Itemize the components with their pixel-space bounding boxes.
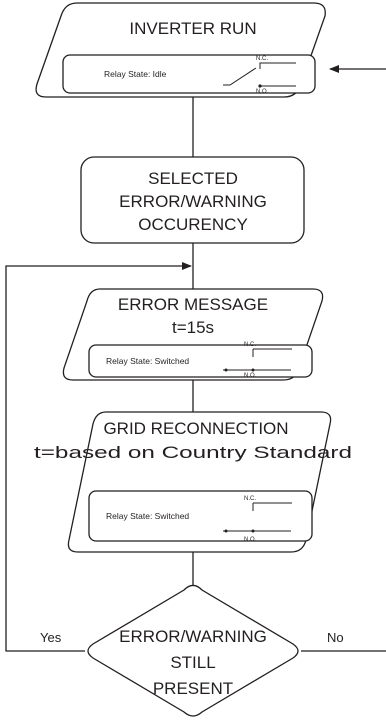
no-branch-label: No — [327, 630, 344, 645]
decision-line3: PRESENT — [153, 679, 233, 698]
error-message-relay-box — [88, 344, 313, 378]
error-message-nc-label: N.C. — [244, 342, 256, 348]
decision-node: ERROR/WARNING STILL PRESENT — [87, 584, 299, 717]
error-message-title: ERROR MESSAGE — [118, 295, 268, 314]
grid-reconnection-subtitle: t=based on Country Standard — [34, 443, 352, 462]
selected-error-line3: OCCURENCY — [138, 215, 248, 234]
selected-error-node: SELECTED ERROR/WARNING OCCURENCY — [80, 156, 305, 244]
relay-switch-switched-icon — [223, 502, 292, 533]
decision-line2: STILL — [170, 653, 215, 672]
selected-error-shape — [80, 156, 305, 244]
error-message-node: ERROR MESSAGE t=15s Relay State: Switche… — [62, 288, 324, 381]
decision-shape — [87, 584, 299, 717]
grid-reconnection-title: GRID RECONNECTION — [103, 419, 288, 438]
error-message-subtitle: t=15s — [172, 318, 214, 337]
grid-reconnection-no-label: N.O. — [244, 537, 257, 543]
selected-error-line2: ERROR/WARNING — [119, 192, 267, 211]
decision-line1: ERROR/WARNING — [119, 627, 267, 646]
relay-switch-switched-icon — [223, 348, 292, 372]
inverter-run-no-label: N.O. — [256, 89, 269, 95]
error-message-no-label: N.O. — [244, 373, 257, 379]
inverter-run-nc-label: N.C. — [256, 56, 268, 62]
error-message-relay-label: Relay State: Switched — [106, 356, 189, 366]
grid-reconnection-nc-label: N.C. — [244, 496, 256, 502]
inverter-run-title: INVERTER RUN — [129, 19, 256, 38]
grid-reconnection-relay-label: Relay State: Switched — [106, 511, 189, 521]
inverter-run-relay-label: Relay State: Idle — [104, 69, 167, 79]
yes-branch-label: Yes — [40, 630, 62, 645]
relay-switch-idle-icon — [223, 62, 296, 88]
inverter-run-node: INVERTER RUN Relay State: Idle N.C. N.O. — [35, 2, 326, 98]
grid-reconnection-node: GRID RECONNECTION t=based on Country Sta… — [34, 411, 352, 553]
inverter-run-relay-box — [62, 54, 316, 94]
selected-error-line1: SELECTED — [148, 169, 238, 188]
yes-loop-line — [5, 262, 192, 652]
